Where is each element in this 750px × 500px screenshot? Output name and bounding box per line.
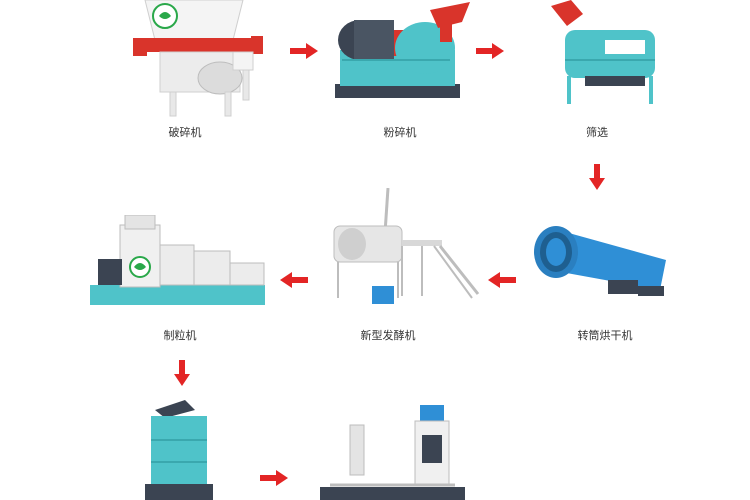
cooler-machine [135,400,235,500]
arrow-down-icon [174,360,190,386]
arrow-right-icon [290,43,318,59]
arrow-left-icon [280,272,308,288]
arrow-down-icon [589,164,605,190]
arrow-right-icon [260,470,288,486]
crusher-machine [125,0,265,118]
rotary-dryer-machine [528,210,673,310]
arrow-left-icon [488,272,516,288]
step-label-rotary-dryer: 转筒烘干机 [577,329,633,342]
arrow-right-icon [476,43,504,59]
step-label-fermentation: 新型发酵机 [360,329,416,342]
fermentation-machine [322,188,482,308]
step-label-crusher: 破碎机 [168,126,202,139]
hammer-mill-machine [330,0,480,105]
step-label-screener: 筛选 [586,126,608,139]
granulator-machine [90,215,270,310]
step-label-granulator: 制粒机 [163,329,197,342]
step-label-hammer-mill: 粉碎机 [383,126,417,139]
packing-machine [320,405,470,500]
screener-machine [545,0,665,108]
